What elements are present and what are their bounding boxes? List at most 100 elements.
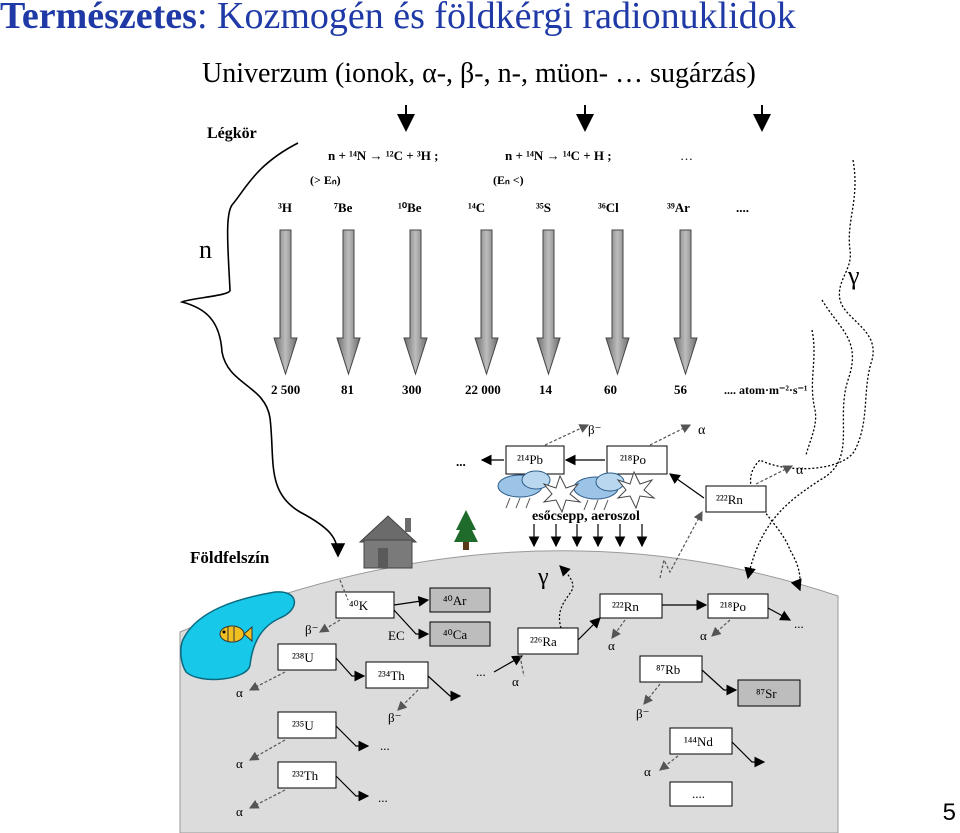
production-rate: 300 [402,382,422,397]
rn222-air-label: ²²²Rn [716,492,743,507]
ec-label: EC [388,628,405,643]
ground-decay-chains: ⁴⁰K ⁴⁰Ar ⁴⁰Ca EC β⁻ ²³⁸U α ²³⁴Th ... β⁻ … [236,579,804,819]
tree-icon [454,510,478,550]
u238-alpha: α [236,685,243,700]
nd144-alpha: α [644,764,651,779]
po218-ground-label: ²¹⁸Po [720,599,746,614]
gamma-ground-path [558,565,574,629]
rn222-ground-box [599,593,663,619]
nuclide-name: ³⁶Cl [598,200,619,215]
air-beta: β⁻ [588,422,601,437]
production-rate: 2 500 [271,382,300,397]
production-rate: 56 [674,382,688,397]
atmosphere-label: Légkör [207,125,257,142]
gamma-path-1 [749,159,874,592]
house-icon [358,515,418,569]
ra226-label: ²²⁶Ra [530,634,557,649]
nuclide-name: ¹⁴C [468,200,485,215]
reaction-more: … [680,148,693,163]
nd144-label: ¹⁴⁴Nd [684,734,713,749]
nuclide-column: ⁷Be 81 [334,200,361,397]
rn222-air-box [705,485,767,513]
reaction-2-note: (Eₙ <) [493,173,524,187]
neutron-label: n [199,235,212,264]
subtitle: Univerzum (ionok, α-, β-, n-, müon- … su… [202,58,756,89]
u235-more: ... [380,738,390,753]
reaction-1-note: (> Eₙ) [310,173,341,187]
neutron-path [179,142,346,558]
gamma-label: γ [847,261,860,290]
production-rate: 22 000 [465,382,501,397]
u238-label: ²³⁸U [292,650,314,665]
rb87-beta: β⁻ [636,706,649,721]
gamma-ground-label: γ [537,564,549,590]
u235-box [277,711,337,739]
u235-alpha: α [236,756,243,771]
nuclide-name: ³H [278,200,292,215]
nuclide-column: ³⁹Ar 56 [667,200,698,397]
production-rate: 14 [539,382,553,397]
k40-box [335,591,395,619]
th234-box [365,661,429,689]
th232-more: ... [378,790,388,805]
u235-label: ²³⁵U [292,718,314,733]
th234-more: ... [476,664,486,679]
ca40-label: ⁴⁰Ca [443,627,467,642]
u238-box [277,643,337,671]
production-rate: 81 [341,382,354,397]
gamma-path-2 [744,299,853,580]
down-arrow [673,229,698,376]
k40-beta: β⁻ [305,622,318,637]
ra226-alpha: α [512,674,519,689]
down-arrow [273,229,298,376]
gamma-path-3 [805,329,817,456]
down-arrow [336,229,361,376]
air-alpha-1: α [698,423,706,438]
po218-air-box [606,445,668,475]
ground-label: Földfelszín [190,548,270,567]
nuclide-column: ¹⁴C 22 000 [465,200,501,397]
ca40-box [429,621,491,647]
ra226-box [517,627,579,655]
rn222-ground-label: ²²²Rn [612,599,639,614]
production-rate: 60 [604,382,617,397]
nuclide-name: ⁷Be [334,200,353,215]
ar40-label: ⁴⁰Ar [443,593,467,608]
pb214-label: ²¹⁴Pb [517,452,543,467]
reaction-2: n + ¹⁴N → ¹⁴C + H ; [505,148,612,163]
down-arrow [403,229,428,376]
nuclides-more: .... [736,200,749,215]
cosmogenic-nuclides: ³H 2 500 ⁷Be 81 ¹⁰Be 300 ¹⁴C 22 000 ³⁵S … [271,200,808,397]
down-arrow [536,229,561,376]
fish-icon [219,625,253,643]
title-rest: : Kozmogén és földkérgi radionuklidok [196,0,796,37]
reaction-1: n + ¹⁴N → ¹²C + ³H ; [328,148,439,163]
air-alpha-2: α [796,463,804,478]
nuclide-column: ³H 2 500 [271,200,300,397]
nuclide-name: ³⁹Ar [667,200,690,215]
th232-alpha: α [236,804,243,819]
nuclide-name: ¹⁰Be [398,200,422,215]
nuclide-column: ³⁵S 14 [536,200,561,397]
nd144-box [669,727,733,755]
th234-label: ²³⁴Th [378,668,405,683]
page-number: 5 [942,799,956,826]
rain-aerosol-label: esőcsepp, aeroszol [532,509,640,524]
th232-label: ²³²Th [292,768,319,783]
incoming-radiation-arrows [397,105,771,132]
radon-emanation [659,510,703,579]
unknown-box [669,781,733,807]
po218-alpha: α [700,628,707,643]
down-arrow [605,229,630,376]
k40-label: ⁴⁰K [349,598,369,613]
rb87-label: ⁸⁷Rb [656,662,680,677]
ar40-box [429,587,491,613]
po218-more: ... [794,616,804,631]
rain-cloud-icon [497,470,656,514]
rate-unit: .... atom·m⁻²·s⁻¹ [724,383,808,397]
title-highlight: Természetes [0,0,197,37]
th232-box [277,761,337,789]
rb87-box [639,655,703,683]
unknown-box-label: .... [692,786,705,801]
